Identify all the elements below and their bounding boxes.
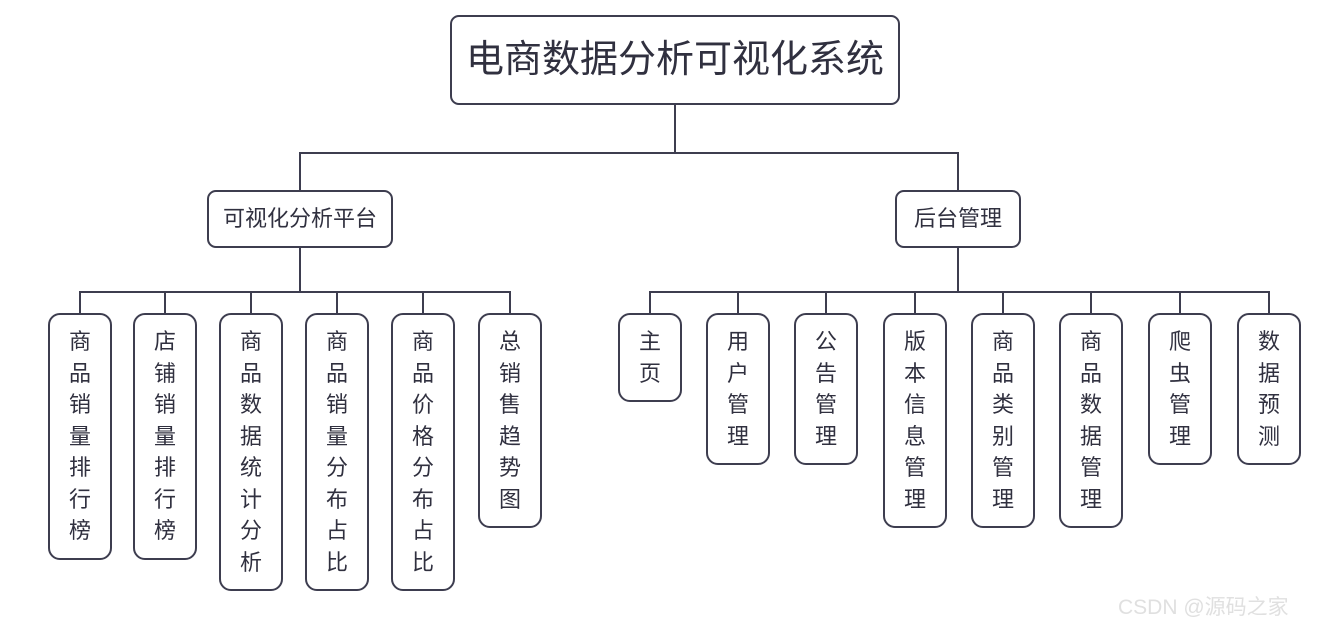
connector-leaf-stub bbox=[422, 291, 424, 313]
connector-leaf-stub bbox=[737, 291, 739, 313]
leaf-product-price-distribution: 商品价格分布占比 bbox=[391, 313, 455, 591]
leaf-product-sales-ranking: 商品销量排行榜 bbox=[48, 313, 112, 560]
connector-branch1-bottom-stub bbox=[299, 248, 301, 292]
leaf-label: 公告管理 bbox=[814, 329, 837, 449]
leaf-user-management: 用户管理 bbox=[706, 313, 770, 465]
connector-leaf-stub bbox=[250, 291, 252, 313]
connector-leaf-stub bbox=[1090, 291, 1092, 313]
leaf-label: 商品销量排行榜 bbox=[68, 329, 91, 543]
leaf-total-sales-trend: 总销售趋势图 bbox=[478, 313, 542, 528]
connector-root-stub bbox=[674, 105, 676, 153]
leaf-product-data-statistics: 商品数据统计分析 bbox=[219, 313, 283, 591]
leaf-product-data-management: 商品数据管理 bbox=[1059, 313, 1123, 528]
leaf-version-info-management: 版本信息管理 bbox=[883, 313, 947, 528]
leaf-label: 版本信息管理 bbox=[903, 329, 926, 512]
connector-leaf-stub bbox=[649, 291, 651, 313]
leaf-label: 店铺销量排行榜 bbox=[153, 329, 176, 543]
branch-label: 可视化分析平台 bbox=[222, 206, 377, 231]
connector-leaf-stub bbox=[1268, 291, 1270, 313]
csdn-watermark: CSDN @源码之家 bbox=[1118, 596, 1289, 619]
leaf-label: 数据预测 bbox=[1257, 329, 1280, 449]
leaf-label: 主页 bbox=[638, 329, 661, 386]
leaf-announcement-management: 公告管理 bbox=[794, 313, 858, 465]
leaf-label: 商品销量分布占比 bbox=[325, 329, 348, 575]
connector-leaf-stub bbox=[1002, 291, 1004, 313]
leaf-label: 爬虫管理 bbox=[1168, 329, 1191, 449]
leaf-data-prediction: 数据预测 bbox=[1237, 313, 1301, 465]
connector-leaf-stub bbox=[509, 291, 511, 313]
branch-label: 后台管理 bbox=[913, 206, 1002, 231]
connector-right-bus bbox=[649, 291, 1270, 293]
connector-branch2-top-stub bbox=[957, 152, 959, 190]
connector-branch1-top-stub bbox=[299, 152, 301, 190]
connector-leaf-stub bbox=[1179, 291, 1181, 313]
connector-leaf-stub bbox=[336, 291, 338, 313]
connector-left-bus bbox=[79, 291, 511, 293]
leaf-label: 商品数据统计分析 bbox=[239, 329, 262, 575]
leaf-label: 总销售趋势图 bbox=[498, 329, 521, 512]
leaf-label: 用户管理 bbox=[726, 329, 749, 449]
connector-leaf-stub bbox=[914, 291, 916, 313]
leaf-label: 商品类别管理 bbox=[991, 329, 1014, 512]
connector-top-bus bbox=[299, 152, 959, 154]
node-root: 电商数据分析可视化系统 bbox=[450, 15, 900, 105]
leaf-shop-sales-ranking: 店铺销量排行榜 bbox=[133, 313, 197, 560]
leaf-product-category-management: 商品类别管理 bbox=[971, 313, 1035, 528]
connector-leaf-stub bbox=[164, 291, 166, 313]
leaf-label: 商品数据管理 bbox=[1079, 329, 1102, 512]
node-branch-admin: 后台管理 bbox=[895, 190, 1021, 248]
node-root-label: 电商数据分析可视化系统 bbox=[465, 39, 884, 81]
leaf-label: 商品价格分布占比 bbox=[411, 329, 434, 575]
node-branch-visual-platform: 可视化分析平台 bbox=[207, 190, 393, 248]
leaf-home: 主页 bbox=[618, 313, 682, 402]
connector-branch2-bottom-stub bbox=[957, 248, 959, 292]
connector-leaf-stub bbox=[79, 291, 81, 313]
leaf-product-sales-distribution: 商品销量分布占比 bbox=[305, 313, 369, 591]
leaf-crawler-management: 爬虫管理 bbox=[1148, 313, 1212, 465]
connector-leaf-stub bbox=[825, 291, 827, 313]
